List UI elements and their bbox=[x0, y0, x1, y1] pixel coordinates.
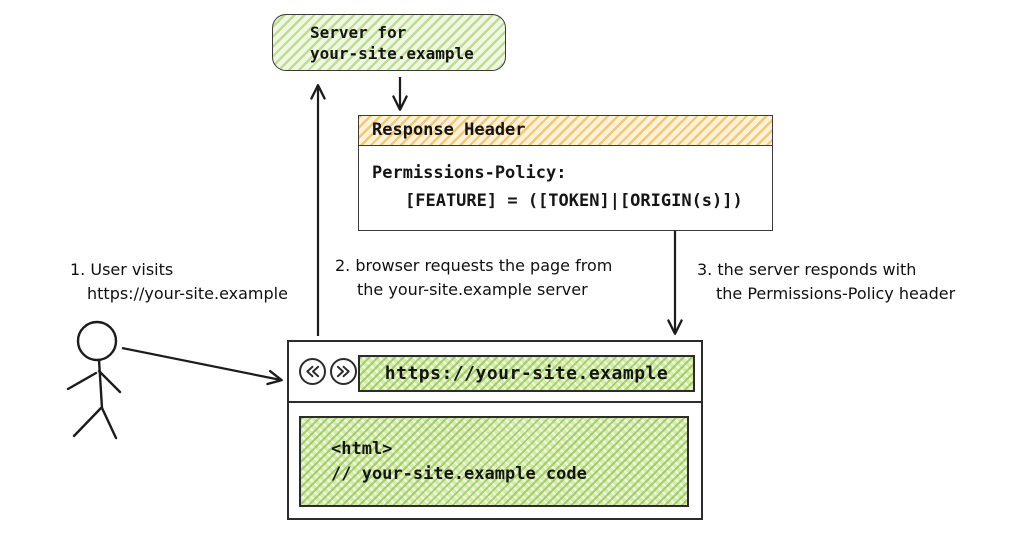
response-header-box: Response Header Permissions-Policy: [FEA… bbox=[358, 115, 773, 231]
step-3-line2: the Permissions-Policy header bbox=[716, 284, 956, 303]
server-box: Server for your-site.example bbox=[272, 14, 506, 71]
step-3-label: 3. the server responds with the Permissi… bbox=[697, 258, 955, 306]
response-header-body: Permissions-Policy: [FEATURE] = ([TOKEN]… bbox=[359, 146, 772, 230]
double-chevron-left-icon bbox=[306, 365, 320, 378]
step-2-label: 2. browser requests the page from the yo… bbox=[335, 254, 612, 302]
page-content-line1: <html> bbox=[331, 439, 393, 459]
stick-figure-left-arm bbox=[66, 371, 98, 391]
stick-figure-body bbox=[97, 358, 104, 410]
browser-url-text: https://your-site.example bbox=[384, 363, 669, 384]
step-1-line2: https://your-site.example bbox=[87, 284, 288, 303]
page-content-line2: // your-site.example code bbox=[331, 464, 587, 484]
stick-figure-left-leg bbox=[72, 406, 103, 438]
stick-figure-right-leg bbox=[100, 406, 118, 440]
response-header-title: Response Header bbox=[359, 116, 772, 146]
step-3-line1: 3. the server responds with bbox=[697, 260, 917, 279]
browser-url-bar: https://your-site.example bbox=[358, 355, 695, 392]
browser-window: https://your-site.example <html> // your… bbox=[287, 340, 703, 520]
response-header-policy-name: Permissions-Policy: bbox=[372, 163, 567, 183]
browser-back-button bbox=[299, 358, 326, 385]
step-2-line1: 2. browser requests the page from bbox=[335, 256, 613, 275]
server-box-line1: Server for bbox=[310, 22, 407, 42]
browser-toolbar: https://your-site.example bbox=[289, 342, 701, 403]
user-stick-figure bbox=[66, 320, 122, 440]
response-header-policy-syntax: [FEATURE] = ([TOKEN]|[ORIGIN(s)]) bbox=[405, 191, 743, 211]
server-box-line2: your-site.example bbox=[310, 43, 474, 63]
browser-forward-button bbox=[330, 358, 357, 385]
browser-page-content: <html> // your-site.example code bbox=[299, 416, 689, 507]
stick-figure-right-arm bbox=[97, 369, 122, 394]
step-1-label: 1. User visits https://your-site.example bbox=[70, 258, 288, 306]
stick-figure-head bbox=[76, 320, 118, 362]
step-1-line1: 1. User visits bbox=[70, 260, 174, 279]
step-2-line2: the your-site.example server bbox=[357, 280, 588, 299]
double-chevron-right-icon bbox=[336, 365, 350, 378]
arrow-user-to-browser bbox=[121, 346, 283, 386]
